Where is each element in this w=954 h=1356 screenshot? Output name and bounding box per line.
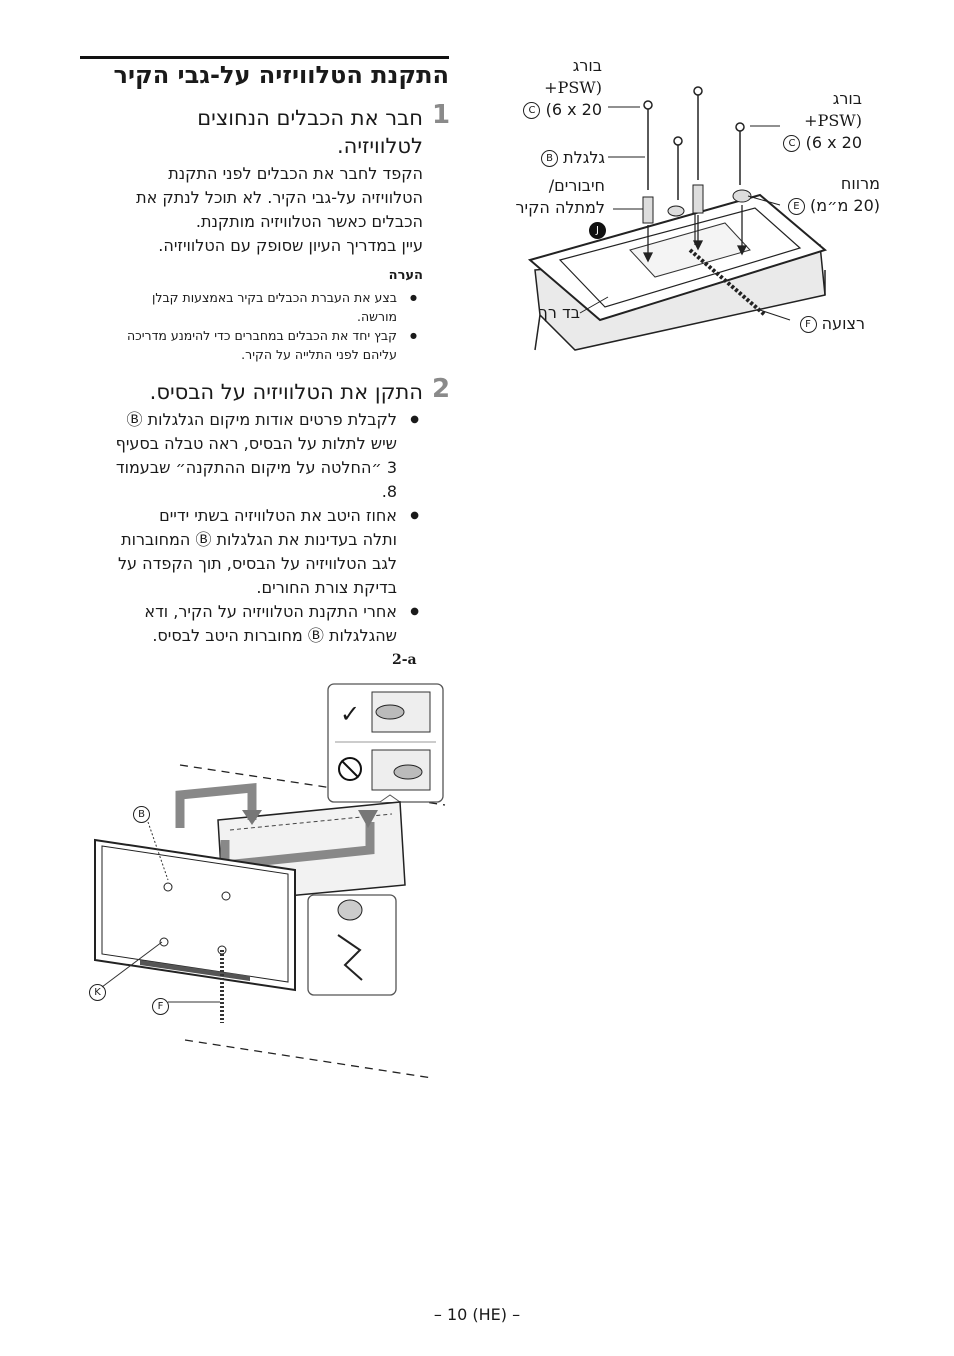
title-rule	[80, 56, 449, 59]
pulley-label: גלגלת B	[520, 147, 605, 169]
step-2-bullets: לקבלת פרטים אודות מיקום הגלגלות Ⓑ שיש לת…	[80, 408, 423, 648]
tv-frame	[94, 838, 296, 992]
bullet-line: בדיקת צורת החורים.	[256, 578, 397, 597]
step-1-body-line: הקפד לחבר את הכבלים לפני התקנת	[168, 164, 423, 183]
step-2-number: 2	[432, 374, 451, 404]
step-1-body-line: הטלוויזיה על-גבי הקיר. לא תוכל לנתק את	[136, 188, 423, 207]
bullet-line: אחרי התקנת הטלוויזיה על הקיר, ודא	[144, 602, 397, 621]
step-1-body-line: הכבלים כאשר הטלוויזיה מותקנת.	[195, 212, 423, 231]
note-line: מורשה.	[357, 309, 397, 324]
badge-b-icon: B	[133, 806, 150, 823]
badge-j-icon: J	[589, 222, 606, 239]
spacer-label: מרווח (20 מ״מ) E	[772, 173, 880, 217]
tv-back-assembly-illustration	[527, 86, 828, 351]
bullet-line: אחוז היטב את הטלוויזיה בשתי ידיים	[159, 506, 397, 525]
screw-right-label: בורג +PSW) C (6 x 20	[776, 88, 862, 154]
screws	[643, 86, 745, 200]
screw-left-label: בורג +PSW) C (6 x 20	[520, 55, 602, 121]
bullet-line: 3 ״החלטה על מיקום ההתקנה״ שבעמוד	[115, 458, 397, 477]
checkmark-icon: ✓	[340, 700, 361, 728]
screw-label-line: בורג	[572, 56, 602, 75]
badge-e-icon: E	[787, 198, 805, 215]
note-heading: הערה	[388, 268, 423, 283]
spacer-shape	[732, 189, 752, 203]
bullet-line: לקבלת פרטים אודות מיקום הגלגלות Ⓑ	[126, 410, 397, 429]
bullet-line: שהגלגלות Ⓑ מחוברות היטב לבסיס.	[152, 626, 397, 645]
wall-connector	[642, 196, 654, 224]
strap-label-text: רצועה	[821, 314, 865, 333]
prohibit-icon	[338, 757, 362, 781]
bullet-line: שיש לתלות על הבסיס, ראה טבלה בסעיף	[115, 434, 397, 453]
bullet-line: 8.	[381, 482, 397, 501]
badge-f-icon: F	[799, 316, 817, 333]
wall-connector	[692, 184, 704, 214]
page-title: התקנת הטלוויזיה על-גבי הקיר	[113, 61, 449, 89]
badge-f-icon: F	[152, 998, 169, 1015]
bullet-line: לגב הטלוויזיה על הבסיס, תוך הקפדה על	[117, 554, 397, 573]
connector-label-line: למתלה הקיר	[515, 198, 605, 217]
step-1-title: חבר את הכבלים הנחוצים לטלוויזיה.	[80, 104, 423, 160]
note-list: בצע את העברת הכבלים בקיר באמצעות קבלן מו…	[80, 288, 423, 364]
screw-label-line: (6 x 20	[805, 133, 862, 152]
step-1-number: 1	[432, 100, 451, 130]
strap-shape	[688, 248, 767, 317]
step-2-bullet: אחוז היטב את הטלוויזיה בשתי ידיים ותלה ב…	[80, 504, 423, 600]
strap-label: רצועה F	[790, 313, 865, 335]
figure-2a-label: 2-a	[392, 652, 417, 668]
badge-b-icon: B	[541, 150, 559, 167]
step-2-title: התקן את הטלוויזיה על הבסיס.	[149, 380, 423, 404]
step-1-body-line: עיין במדריך העיון שסופק עם הטלוויזיה.	[158, 236, 423, 255]
screw-label-line: +PSW)	[544, 78, 602, 97]
screw-label-line: +PSW)	[804, 111, 862, 130]
note-line: בצע את העברת הכבלים בקיר באמצעות קבלן	[151, 290, 397, 305]
step-2-bullet: לקבלת פרטים אודות מיקום הגלגלות Ⓑ שיש לת…	[80, 408, 423, 504]
note-line: עליהם לפני התלייה על הקיר.	[241, 347, 397, 362]
step-1-title-line1: חבר את הכבלים הנחוצים	[197, 106, 423, 130]
badge-c-icon: C	[783, 135, 801, 152]
step-2-bullet: אחרי התקנת הטלוויזיה על הקיר, ודא שהגלגל…	[80, 600, 423, 648]
wall-mount-figure	[94, 683, 446, 1079]
page-number: – 10 (HE) –	[433, 1305, 521, 1324]
note-line: קבץ יחד את הכבלים במחברים כדי להימנע מדר…	[126, 328, 397, 343]
connector-label: חיבורים/ למתלה הקיר	[495, 175, 605, 219]
badge-k-icon: K	[89, 984, 106, 1001]
screw-label-line: בורג	[832, 89, 862, 108]
pulley-shape	[667, 205, 685, 217]
bullet-line: ותלה בעדינות את הגלגלות Ⓑ המחוברות	[121, 530, 397, 549]
connector-label-line: חיבורים/	[548, 176, 605, 195]
note-item: בצע את העברת הכבלים בקיר באמצעות קבלן מו…	[80, 288, 423, 326]
spacer-label-size: (20 מ״מ)	[810, 196, 880, 215]
note-item: קבץ יחד את הכבלים במחברים כדי להימנע מדר…	[80, 326, 423, 364]
pulley-label-text: גלגלת	[563, 148, 605, 167]
spacer-label-text: מרווח	[840, 174, 880, 193]
step-1-body: הקפד לחבר את הכבלים לפני התקנת הטלוויזיה…	[80, 162, 423, 258]
badge-c-icon: C	[523, 102, 541, 119]
screw-label-line: (6 x 20	[545, 100, 602, 119]
soft-cloth-label: בד רך	[539, 303, 580, 322]
step-1-title-line2: לטלוויזיה.	[337, 134, 423, 158]
